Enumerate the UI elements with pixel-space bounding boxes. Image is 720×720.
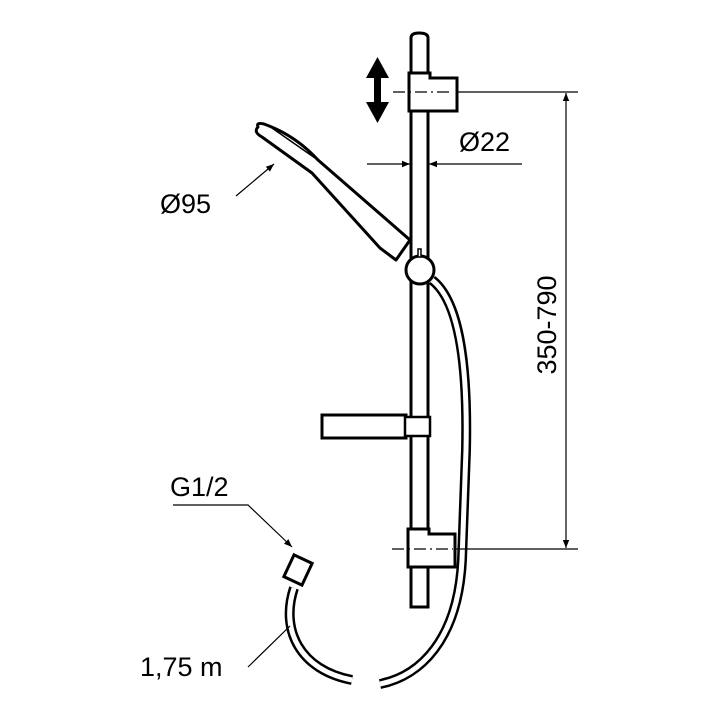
thread-leader: [173, 504, 293, 548]
hand-shower-face: [271, 127, 316, 159]
hose-length-leader: [247, 625, 291, 668]
hose-nut: [281, 552, 315, 588]
connection-thread-label: G1/2: [170, 472, 229, 502]
hose-left: [281, 552, 354, 685]
hand-shower: [254, 121, 412, 262]
adjustment-range-label: 350-790: [532, 275, 562, 374]
hose-right: [378, 276, 472, 689]
hose-length-label: 1,75 m: [140, 652, 223, 682]
soap-dish: [320, 413, 432, 440]
height-dimension: [455, 91, 578, 550]
slide-rail: [409, 31, 430, 609]
up-down-arrow-icon: [366, 57, 389, 123]
hand-shower-diameter-label: Ø95: [160, 189, 211, 219]
rail-diameter-label: Ø22: [459, 127, 510, 157]
hand-shower-leader: [235, 163, 275, 197]
bottom-wall-bracket: [406, 527, 457, 569]
slider-joint: [404, 254, 436, 286]
